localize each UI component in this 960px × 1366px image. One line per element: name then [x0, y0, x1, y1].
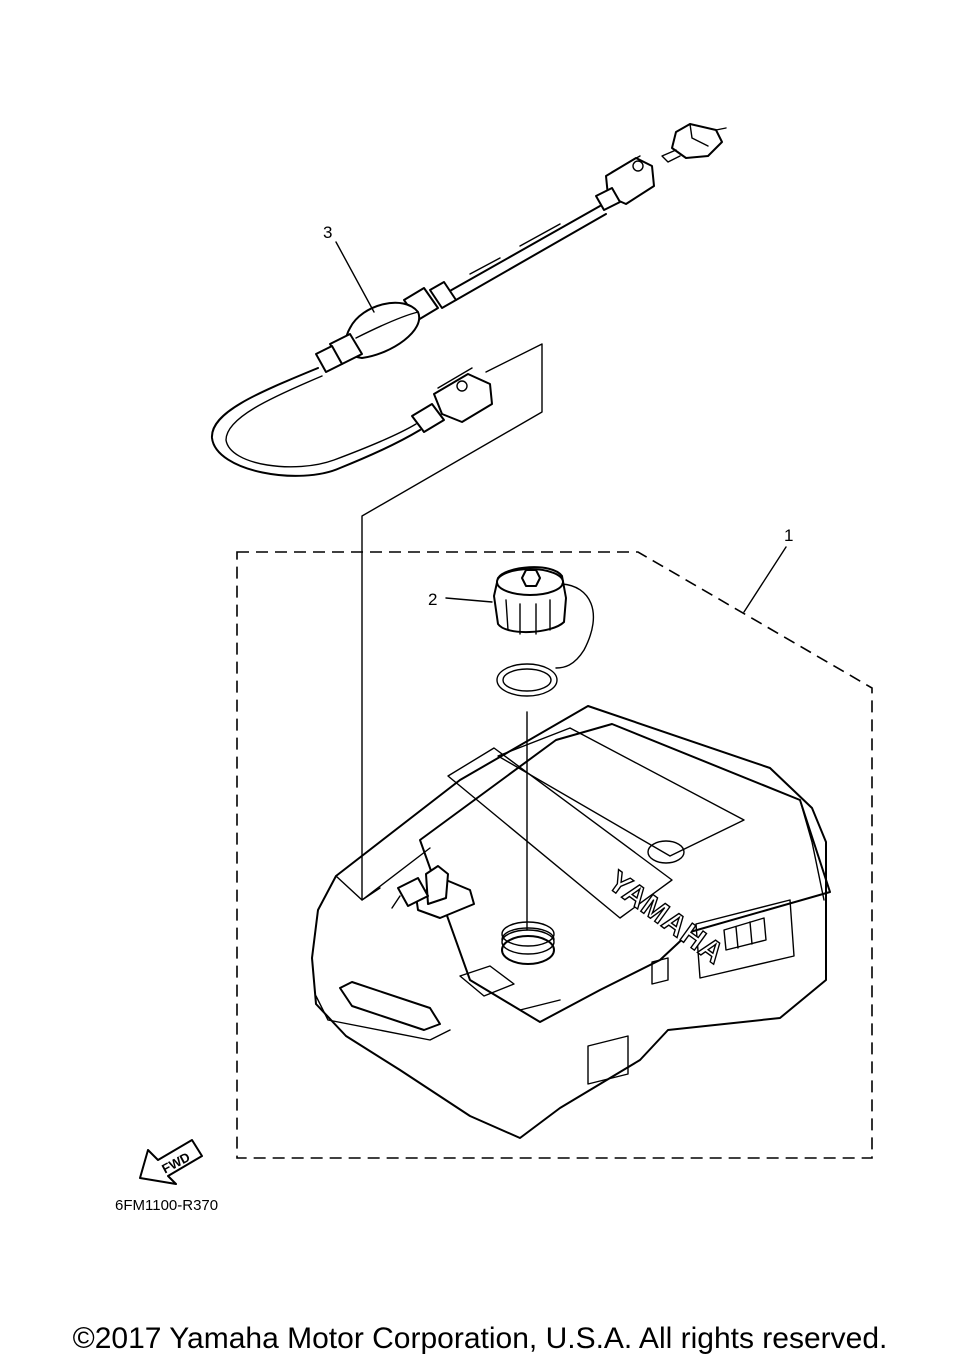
engine-connector	[661, 123, 727, 163]
primer-bulb	[315, 281, 457, 373]
diagram-reference-code: 6FM1100-R370	[115, 1197, 219, 1214]
tank-group-outline	[236, 551, 873, 1159]
callout-2: 2	[428, 590, 493, 609]
callout-1-number: 1	[784, 526, 793, 545]
tank-fuel-fitting	[391, 865, 475, 919]
filler-neck	[501, 921, 555, 965]
callout-1: 1	[743, 526, 793, 613]
hose-coupler-upper	[595, 155, 655, 211]
callout-2-number: 2	[428, 590, 437, 609]
fwd-arrow-icon: FWD	[139, 1139, 203, 1185]
hose-coupler-lower	[411, 367, 493, 433]
copyright-notice: ©2017 Yamaha Motor Corporation, U.S.A. A…	[72, 1322, 888, 1355]
fuel-cap	[493, 566, 594, 697]
fuel-hose-assembly	[210, 123, 727, 477]
callout-3: 3	[323, 223, 375, 313]
fuel-tank: YAMAHA	[311, 705, 831, 1139]
callout-3-number: 3	[323, 223, 332, 242]
